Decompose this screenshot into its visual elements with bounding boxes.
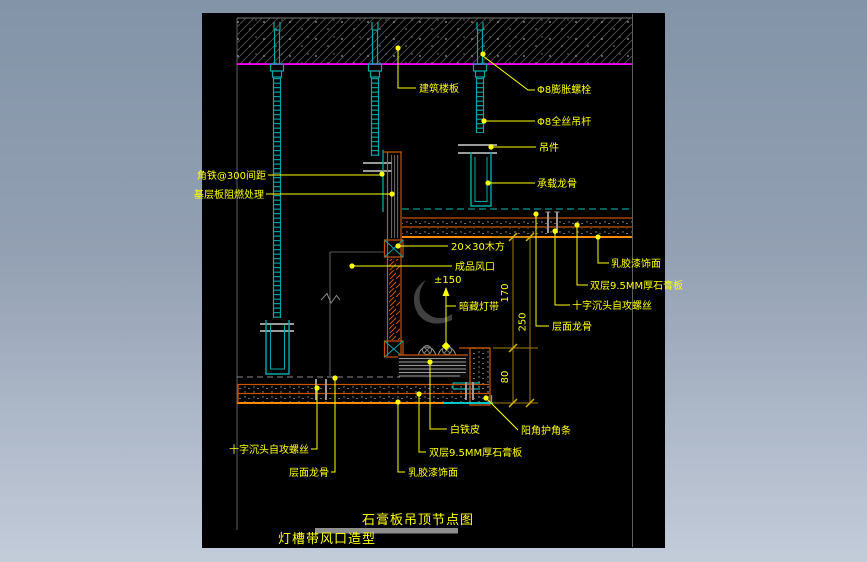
label-expansion-bolt: Φ8膨胀螺栓	[537, 83, 591, 96]
lower-ceiling	[237, 376, 493, 404]
dim-170: 170	[500, 283, 511, 302]
title-underline	[315, 528, 458, 534]
label-screw-bottom: 十字沉头自攻螺丝	[229, 443, 309, 456]
level-text: ±150	[434, 275, 461, 286]
leader-dots	[314, 45, 601, 405]
dim-80: 80	[500, 371, 511, 384]
carrier-keel-right	[470, 152, 492, 207]
hanger-rod-right	[472, 22, 488, 133]
drawing-subtitle: 灯槽带风口造型	[278, 532, 376, 547]
label-screw-right: 十字沉头自攻螺丝	[572, 299, 652, 312]
wood-block-upper	[383, 239, 404, 258]
dimension-ticks	[508, 232, 535, 408]
hanger-rod-left	[269, 22, 285, 318]
label-threaded-rod: Φ8全丝吊杆	[537, 115, 591, 128]
slab-soffit-line	[237, 63, 632, 65]
drawing-title: 石膏板吊顶节点图	[362, 512, 474, 528]
title-block: 石膏板吊顶节点图 灯槽带风口造型	[278, 512, 474, 547]
light-beam-arrow	[414, 280, 452, 324]
break-line-symbol	[320, 292, 341, 305]
structural-slab	[237, 17, 632, 65]
label-corner-bead: 阳角护角条	[521, 424, 571, 437]
label-gypsum-bottom: 双层9.5MM厚石膏板	[429, 446, 522, 459]
label-building-slab: 建筑楼板	[419, 82, 459, 95]
label-finished-vent: 成品风口	[455, 261, 495, 273]
label-base-board: 基层板阻燃处理	[194, 188, 264, 201]
dimension-chains: 170 80 250	[492, 232, 538, 408]
label-gypsum-right: 双层9.5MM厚石膏板	[590, 279, 683, 292]
lamp-marker-diamond	[441, 341, 451, 351]
label-carrier-keel: 承载龙骨	[537, 177, 577, 190]
level-mark: ±150	[434, 275, 461, 351]
label-concealed-lamp: 暗藏灯带	[459, 300, 499, 313]
label-latex-right: 乳胶漆饰面	[611, 257, 661, 270]
label-hanger: 吊件	[539, 142, 559, 154]
label-tin-sheet: 白铁皮	[450, 423, 480, 436]
light-trough-cavity	[320, 251, 452, 376]
dim-250: 250	[518, 312, 529, 331]
label-keel-right: 层面龙骨	[552, 320, 592, 333]
label-wood-block: 20×30木方	[451, 240, 505, 253]
label-latex-bottom: 乳胶漆饰面	[408, 466, 458, 479]
carrier-keel-left	[265, 320, 290, 375]
label-keel-bottom: 层面龙骨	[289, 466, 329, 479]
hanger-rod-middle	[367, 22, 383, 156]
frame-lines	[236, 14, 633, 547]
wood-block-lower	[383, 340, 404, 358]
annotations: 建筑楼板 Φ8膨胀螺栓 Φ8全丝吊杆 吊件 承载龙骨 角铁@300间距 基层板阻…	[194, 45, 683, 479]
label-angle-iron: 角铁@300间距	[197, 169, 266, 182]
